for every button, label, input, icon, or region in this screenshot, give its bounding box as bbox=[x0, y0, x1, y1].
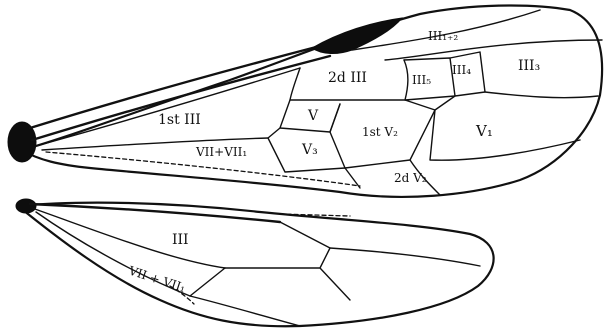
forewing-r-apex bbox=[385, 40, 602, 60]
label-VII-VII1-hind: VII + VII₁ bbox=[126, 263, 187, 295]
label-2d-V2: 2d V₂ bbox=[394, 171, 427, 185]
forewing-cell-III3-border bbox=[485, 92, 598, 98]
hindwing-radial-vein bbox=[32, 208, 225, 268]
hindwing-cell bbox=[225, 222, 350, 300]
label-1st-III: 1st III bbox=[158, 112, 201, 128]
forewing-cell-V1 bbox=[430, 96, 580, 160]
label-III5: III₅ bbox=[412, 73, 431, 87]
label-V: V bbox=[307, 108, 319, 124]
label-III-hind: III bbox=[172, 232, 189, 248]
label-2d-III: 2d III bbox=[328, 70, 367, 86]
forewing-outline bbox=[22, 5, 602, 196]
label-III3: III₃ bbox=[518, 58, 540, 74]
forewing-labels: III₁₊₂ 2d III III₅ III₄ III₃ 1st III V 1… bbox=[158, 29, 540, 185]
hindwing-base-knob bbox=[16, 199, 36, 213]
label-III4: III₄ bbox=[452, 63, 471, 77]
label-V3: V₃ bbox=[301, 142, 318, 158]
forewing bbox=[8, 5, 602, 196]
hindwing-outline bbox=[18, 203, 494, 327]
forewing-radial-vein bbox=[36, 68, 300, 146]
hindwing-labels: III VII + VII₁ bbox=[126, 232, 188, 295]
hindwing bbox=[16, 199, 494, 326]
forewing-stigma bbox=[312, 18, 402, 54]
hindwing-distal-vein bbox=[330, 248, 480, 266]
label-III1-2: III₁₊₂ bbox=[428, 29, 458, 43]
label-VII-VII1-fore: VII+VII₁ bbox=[195, 145, 247, 159]
hindwing-costal-vein bbox=[30, 204, 280, 222]
label-1st-V2: 1st V₂ bbox=[362, 125, 398, 139]
label-V1: V₁ bbox=[475, 122, 493, 140]
